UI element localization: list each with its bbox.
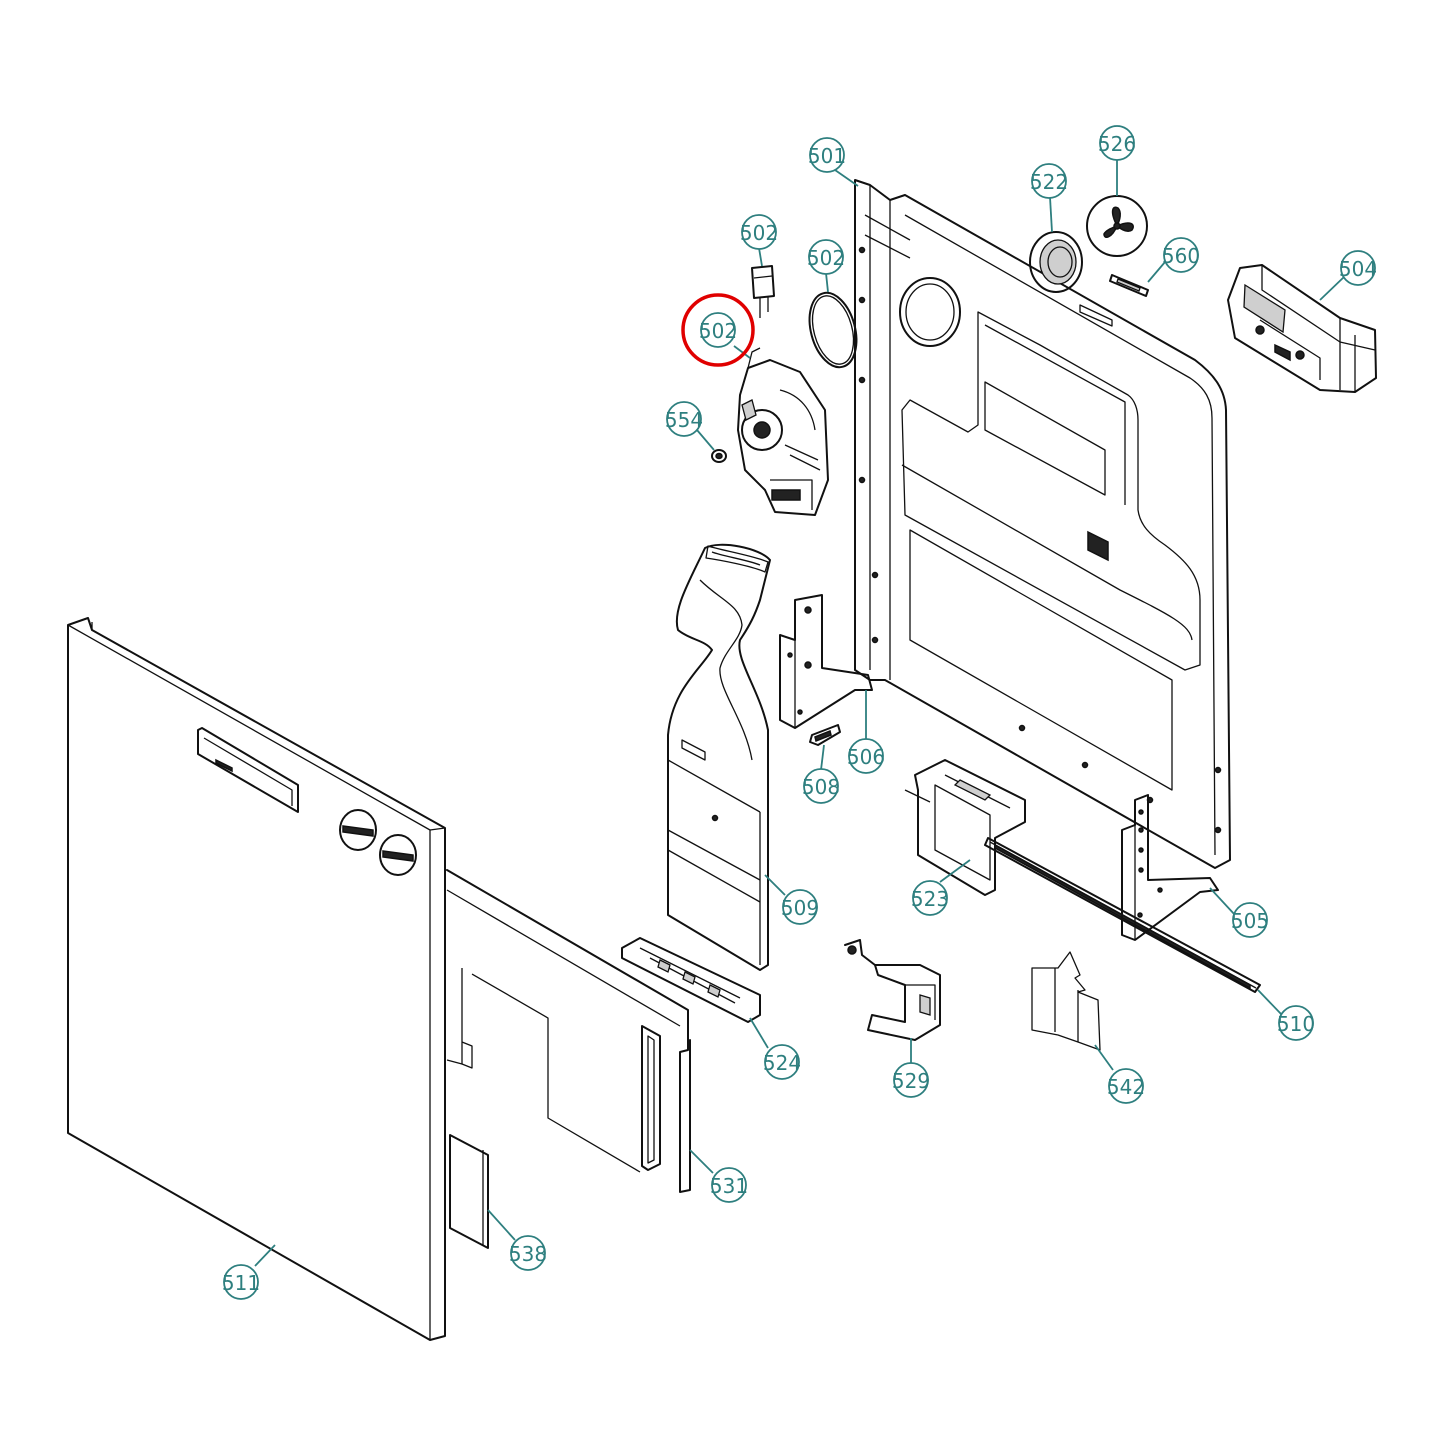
callout-524: 524 [763, 1044, 801, 1080]
callout-label: 524 [763, 1051, 801, 1075]
instruction-labels [1031, 951, 1101, 1051]
callout-label: 501 [808, 144, 846, 168]
callout-509: 509 [781, 889, 819, 925]
callout-542: 542 [1107, 1068, 1145, 1104]
callout-504: 504 [1339, 250, 1377, 286]
callout-layer: 501 502 502 502 504 505 506 508 509 510 511 522 523 5… [222, 125, 1377, 1300]
left-hinge-bracket [779, 594, 873, 729]
callout-label: 509 [781, 896, 819, 920]
blower-fan-assembly [737, 347, 829, 516]
callout-554: 554 [665, 401, 703, 437]
callout-circle [809, 137, 845, 173]
callout-label: 560 [1162, 244, 1200, 268]
leader-lines [254, 160, 1346, 1267]
callout-circle [1031, 163, 1067, 199]
callout-label: 531 [710, 1174, 748, 1198]
callout-circle [700, 312, 736, 348]
callout-label: 542 [1107, 1075, 1145, 1099]
dispenser-seal-ring [1029, 231, 1083, 293]
outer-door-panel [67, 617, 446, 1341]
callout-circle [1099, 125, 1135, 161]
callout-523: 523 [911, 880, 949, 916]
callout-label: 529 [892, 1069, 930, 1093]
callout-circle [1340, 250, 1376, 286]
callout-label: 526 [1098, 132, 1136, 156]
callout-501: 501 [808, 137, 846, 173]
callout-circle [764, 1044, 800, 1080]
callout-506: 506 [847, 738, 885, 774]
callout-522: 522 [1030, 163, 1068, 199]
callout-circle [848, 738, 884, 774]
callout-label: 508 [802, 775, 840, 799]
callout-circle [1108, 1068, 1144, 1104]
callout-circle [912, 880, 948, 916]
callout-label: 502 [699, 319, 737, 343]
rinse-aid-cap [1086, 195, 1148, 257]
callout-label: 511 [222, 1271, 260, 1295]
callout-label: 502 [740, 221, 778, 245]
insulation-panel [446, 869, 691, 1193]
callout-label: 505 [1231, 909, 1269, 933]
callout-538: 538 [509, 1235, 547, 1271]
callout-526: 526 [1098, 125, 1136, 161]
callout-circle [808, 239, 844, 275]
callout-label: 554 [665, 408, 703, 432]
callout-circle [1278, 1005, 1314, 1041]
callout-529: 529 [892, 1062, 930, 1098]
callout-label: 504 [1339, 257, 1377, 281]
small-insulation-pad [449, 1134, 489, 1249]
callout-label: 506 [847, 745, 885, 769]
callout-label: 522 [1030, 170, 1068, 194]
callout-label: 510 [1277, 1012, 1315, 1036]
indicator-strip [1109, 274, 1149, 297]
callout-560: 560 [1162, 237, 1200, 273]
callout-505: 505 [1231, 902, 1269, 938]
washer [711, 449, 727, 463]
callout-label: 538 [509, 1242, 547, 1266]
hinge-clip [809, 724, 841, 746]
detergent-dispenser [1227, 264, 1377, 393]
callout-531: 531 [710, 1167, 748, 1203]
highlight-circle [681, 293, 755, 367]
door-latch-bracket [904, 759, 1026, 896]
callout-label: 523 [911, 887, 949, 911]
callout-circle [223, 1264, 259, 1300]
wiring-bracket [844, 939, 941, 1041]
inlet-valve-component [751, 265, 775, 318]
callout-510: 510 [1277, 1005, 1315, 1041]
callout-502: 502 [807, 239, 845, 275]
air-duct [667, 543, 771, 971]
inner-door-panel [854, 179, 1231, 869]
callout-circle [803, 768, 839, 804]
callout-circle [741, 214, 777, 250]
callout-502: 502 [740, 214, 778, 250]
callout-circle [893, 1062, 929, 1098]
vent-grille [621, 937, 761, 1023]
callout-circle [510, 1235, 546, 1271]
callout-circle [782, 889, 818, 925]
callout-circle [666, 401, 702, 437]
callout-label: 502 [807, 246, 845, 270]
callout-508: 508 [802, 768, 840, 804]
callout-502: 502 [681, 293, 755, 367]
callout-circle [711, 1167, 747, 1203]
callout-circle [1232, 902, 1268, 938]
callout-circle [1163, 237, 1199, 273]
callout-511: 511 [222, 1264, 260, 1300]
right-hinge-bracket [1121, 794, 1219, 941]
